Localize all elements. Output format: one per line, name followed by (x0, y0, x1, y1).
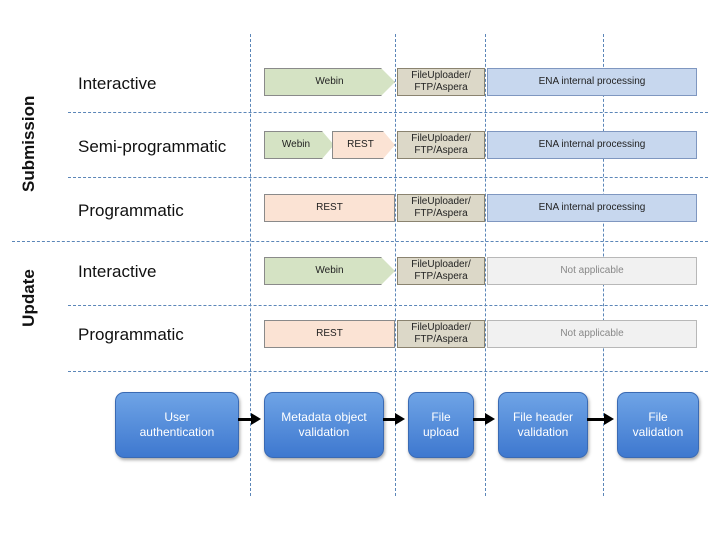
step-label: User authentication (139, 410, 215, 439)
file-uploader-label: FileUploader/ FTP/Aspera (411, 133, 471, 156)
file-uploader-bar: FileUploader/ FTP/Aspera (397, 68, 485, 96)
file-uploader-bar: FileUploader/ FTP/Aspera (397, 194, 485, 222)
row-label-interactive: Interactive (78, 74, 157, 93)
file-uploader-label: FileUploader/ FTP/Aspera (411, 259, 471, 282)
column-divider (395, 34, 396, 496)
step-label: File upload (422, 410, 460, 439)
webin-label: Webin (315, 76, 344, 87)
ena-processing-label: ENA internal processing (538, 202, 646, 213)
row-divider (68, 305, 708, 306)
step-file-validation: File validation (617, 392, 699, 458)
file-uploader-label: FileUploader/ FTP/Aspera (411, 322, 471, 345)
row-divider (68, 177, 708, 178)
file-uploader-bar: FileUploader/ FTP/Aspera (397, 257, 485, 285)
row-divider (68, 371, 708, 372)
rest-label: REST (316, 328, 343, 339)
ena-processing-bar: ENA internal processing (487, 131, 697, 159)
file-uploader-label: FileUploader/ FTP/Aspera (411, 196, 471, 219)
step-label: File validation (632, 410, 684, 439)
file-uploader-bar: FileUploader/ FTP/Aspera (397, 131, 485, 159)
not-applicable-bar: Not applicable (487, 257, 697, 285)
rest-label: REST (347, 139, 374, 150)
step-label: Metadata object validation (281, 410, 367, 439)
row-label-semi-programmatic: Semi-programmatic (78, 137, 227, 156)
flow-arrow (473, 413, 495, 425)
rest-bar: REST (264, 194, 395, 222)
not-applicable-bar: Not applicable (487, 320, 697, 348)
step-user-authentication: User authentication (115, 392, 239, 458)
file-uploader-bar: FileUploader/ FTP/Aspera (397, 320, 485, 348)
group-label-update: Update (19, 269, 38, 327)
row-divider (68, 112, 708, 113)
group-divider (12, 241, 708, 242)
column-divider (485, 34, 486, 496)
flow-arrow (383, 413, 405, 425)
step-metadata-object-validation: Metadata object validation (264, 392, 384, 458)
ena-processing-bar: ENA internal processing (487, 68, 697, 96)
not-applicable-label: Not applicable (560, 265, 624, 276)
ena-processing-label: ENA internal processing (538, 139, 646, 150)
rest-bar: REST (264, 320, 395, 348)
webin-label: Webin (315, 265, 344, 276)
webin-bar: Webin (264, 131, 334, 159)
file-uploader-label: FileUploader/ FTP/Aspera (411, 70, 471, 93)
webin-bar: Webin (264, 68, 395, 96)
column-divider (250, 34, 251, 496)
rest-label: REST (316, 202, 343, 213)
flow-arrow (587, 413, 614, 425)
step-file-upload: File upload (408, 392, 474, 458)
rest-bar: REST (332, 131, 395, 159)
row-label-programmatic: Programmatic (78, 325, 184, 344)
step-label: File header validation (512, 410, 574, 439)
ena-processing-bar: ENA internal processing (487, 194, 697, 222)
row-label-programmatic: Programmatic (78, 201, 184, 220)
step-file-header-validation: File header validation (498, 392, 588, 458)
flow-arrow (238, 413, 261, 425)
webin-label: Webin (281, 139, 311, 150)
ena-processing-label: ENA internal processing (538, 76, 646, 87)
row-label-interactive: Interactive (78, 262, 157, 281)
not-applicable-label: Not applicable (560, 328, 624, 339)
webin-bar: Webin (264, 257, 395, 285)
group-label-submission: Submission (19, 95, 38, 192)
